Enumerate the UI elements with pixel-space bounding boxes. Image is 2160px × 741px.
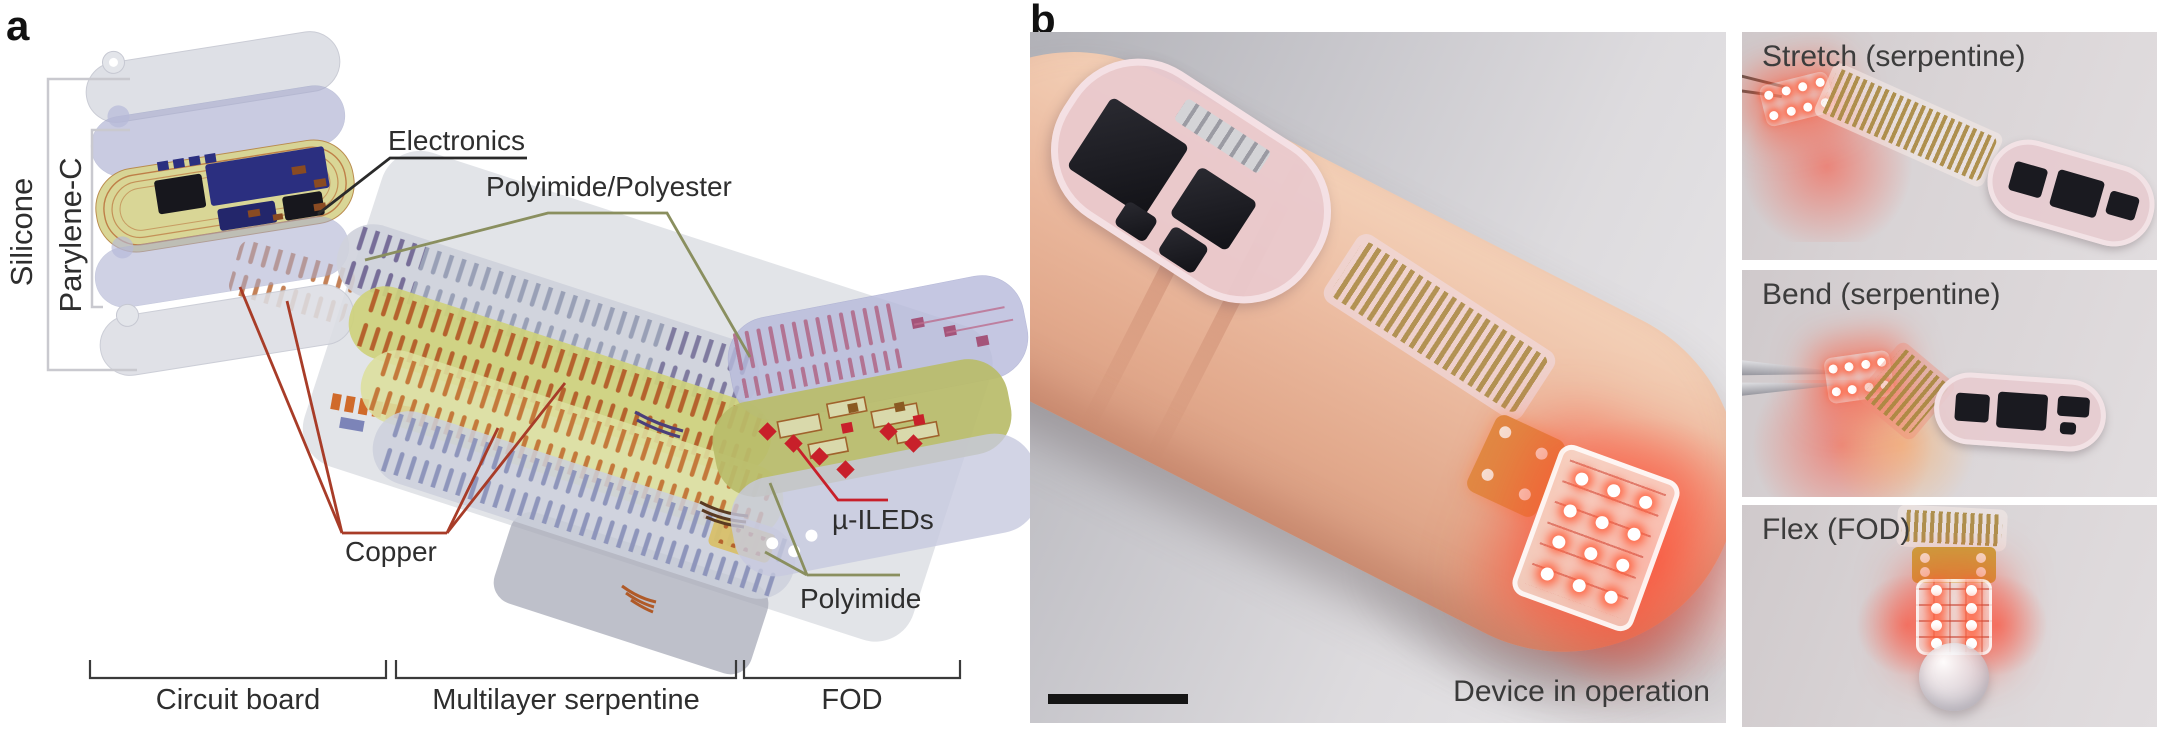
fanout-connector (1912, 547, 1996, 583)
copper-label: Copper (345, 536, 437, 567)
inset-bend-label: Bend (serpentine) (1762, 278, 2001, 311)
glass-sphere (1919, 643, 1989, 711)
u-ileds-label: µ-ILEDs (832, 504, 934, 535)
u-ileds-leader-line (791, 441, 888, 502)
photo-caption: Device in operation (1453, 675, 1710, 708)
fod-bracket-label: FOD (821, 684, 883, 716)
electronics-components (154, 146, 330, 231)
fod-bottom-layer (730, 433, 1030, 577)
side-brackets (46, 77, 137, 372)
inset-flex-label: Flex (FOD) (1762, 513, 1911, 546)
panel-a-letter: a (6, 2, 30, 49)
device-body (1931, 370, 2109, 454)
serpentine-layer-blue (372, 411, 796, 599)
inset-flex-photo: Flex (FOD) (1742, 505, 2157, 727)
scale-bar (1048, 694, 1188, 704)
polyimide-polyester-label: Polyimide/Polyester (486, 171, 732, 202)
electronics-label: Electronics (388, 125, 525, 156)
multilayer-serpentine-bracket-label: Multilayer serpentine (432, 684, 700, 716)
inset-stretch-photo: Stretch (serpentine) (1742, 32, 2157, 260)
bottom-brackets (88, 660, 962, 680)
serpentine-layer-yellow (360, 350, 784, 538)
polyimide-polyester-leader-line (364, 211, 752, 358)
parylene-c-label: Parylene-C (53, 157, 88, 313)
inset-stretch-label: Stretch (serpentine) (1762, 40, 2026, 73)
device-body (1977, 130, 2157, 256)
exploded-device-diagram (46, 31, 1030, 680)
led-column (1916, 579, 1992, 655)
circuit-board-bracket-label: Circuit board (155, 684, 321, 716)
polyimide-leader-lines (764, 482, 900, 577)
silicone-label: Silicone (4, 177, 39, 287)
wire-bundle (634, 410, 684, 439)
device-on-finger-photo: Device in operation (1030, 32, 1726, 723)
electronics-leader-line (317, 156, 527, 216)
tweezers (1742, 359, 1836, 380)
copper-leader-lines (238, 286, 567, 535)
main-chip (1066, 96, 1190, 218)
inset-bend-photo: Bend (serpentine) (1742, 270, 2157, 497)
fod-polyimide-layer (712, 359, 1012, 497)
serpentine-ribbon (1895, 505, 2009, 552)
small-chip (1113, 200, 1159, 244)
silicone-bottom-layer (99, 284, 355, 376)
polyimide-label: Polyimide (800, 583, 922, 614)
battery (1173, 97, 1272, 175)
wire-fan-bottom (621, 584, 657, 614)
